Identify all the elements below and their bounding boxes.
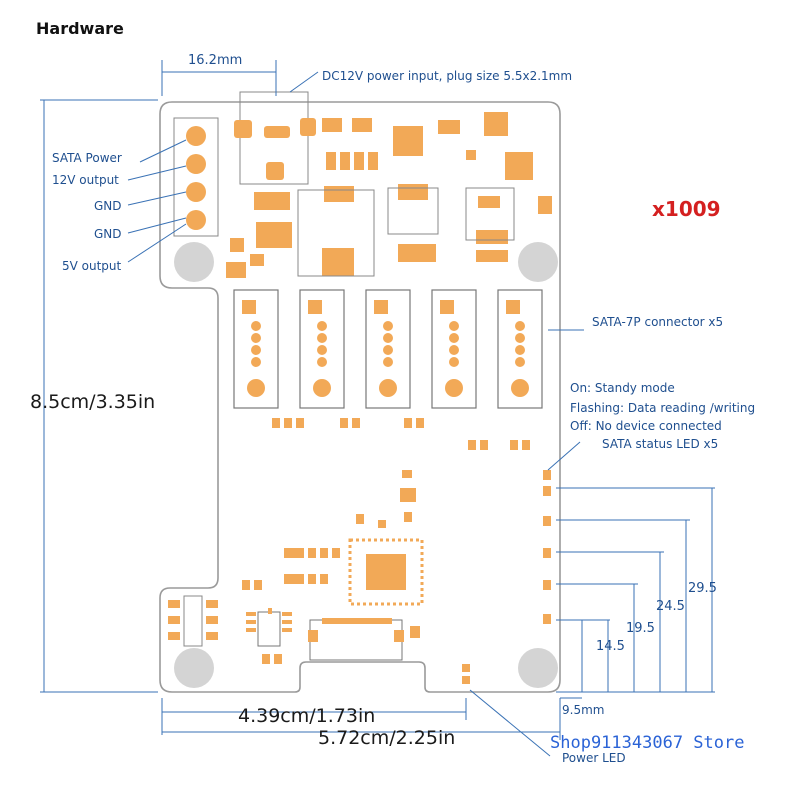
usb-connector (308, 618, 420, 661)
status-led-label: SATA status LED x5 (602, 437, 718, 451)
power-led (462, 664, 470, 684)
model-badge: x1009 (652, 197, 721, 221)
sata-connector (233, 289, 279, 409)
sata-power-label: SATA Power (52, 151, 122, 165)
sata-connectors (233, 289, 543, 409)
passive-components (272, 418, 530, 522)
lower-components (168, 548, 340, 664)
dc-input-label: DC12V power input, plug size 5.5x2.1mm (322, 69, 572, 83)
led-spacing-29-5: 29.5 (688, 581, 717, 596)
full-width-dimension: 5.72cm/2.25in (318, 727, 455, 749)
led-spacing-24-5: 24.5 (656, 599, 685, 614)
sata-connector (365, 289, 411, 409)
led-flash-label: Flashing: Data reading /writing (570, 401, 755, 415)
led-spacing-19-5: 19.5 (626, 621, 655, 636)
top-width-label: 16.2mm (188, 53, 242, 68)
v5-output-label: 5V output (62, 259, 122, 273)
led-off-label: Off: No device connected (570, 419, 722, 433)
sata-connector-label: SATA-7P connector x5 (592, 315, 723, 329)
top-components (226, 112, 552, 278)
v12-output-label: 12V output (52, 173, 119, 187)
status-leds (543, 470, 551, 624)
led-offset-label: 9.5mm (562, 703, 604, 717)
board-outline (159, 101, 561, 693)
power-led-label: Power LED (562, 751, 626, 765)
diagram-title: Hardware (36, 19, 124, 38)
mounting-hole (518, 648, 558, 688)
mounting-hole (174, 648, 214, 688)
controller-chip (348, 514, 424, 606)
gnd-label-1: GND (94, 199, 122, 213)
led-on-label: On: Standy mode (570, 381, 675, 395)
small-width-dimension: 4.39cm/1.73in (238, 705, 375, 727)
sata-connector (299, 289, 345, 409)
sata-power-terminal (173, 117, 219, 237)
sata-connector (497, 289, 543, 409)
led-spacing-14-5: 14.5 (596, 639, 625, 654)
store-watermark: Shop911343067 Store (550, 733, 744, 753)
gnd-label-2: GND (94, 227, 122, 241)
dimension-lines (40, 60, 715, 757)
height-dimension: 8.5cm/3.35in (30, 391, 155, 413)
mounting-hole (518, 242, 558, 282)
mounting-hole (174, 242, 214, 282)
dc-jack (234, 91, 316, 185)
sata-connector (431, 289, 477, 409)
